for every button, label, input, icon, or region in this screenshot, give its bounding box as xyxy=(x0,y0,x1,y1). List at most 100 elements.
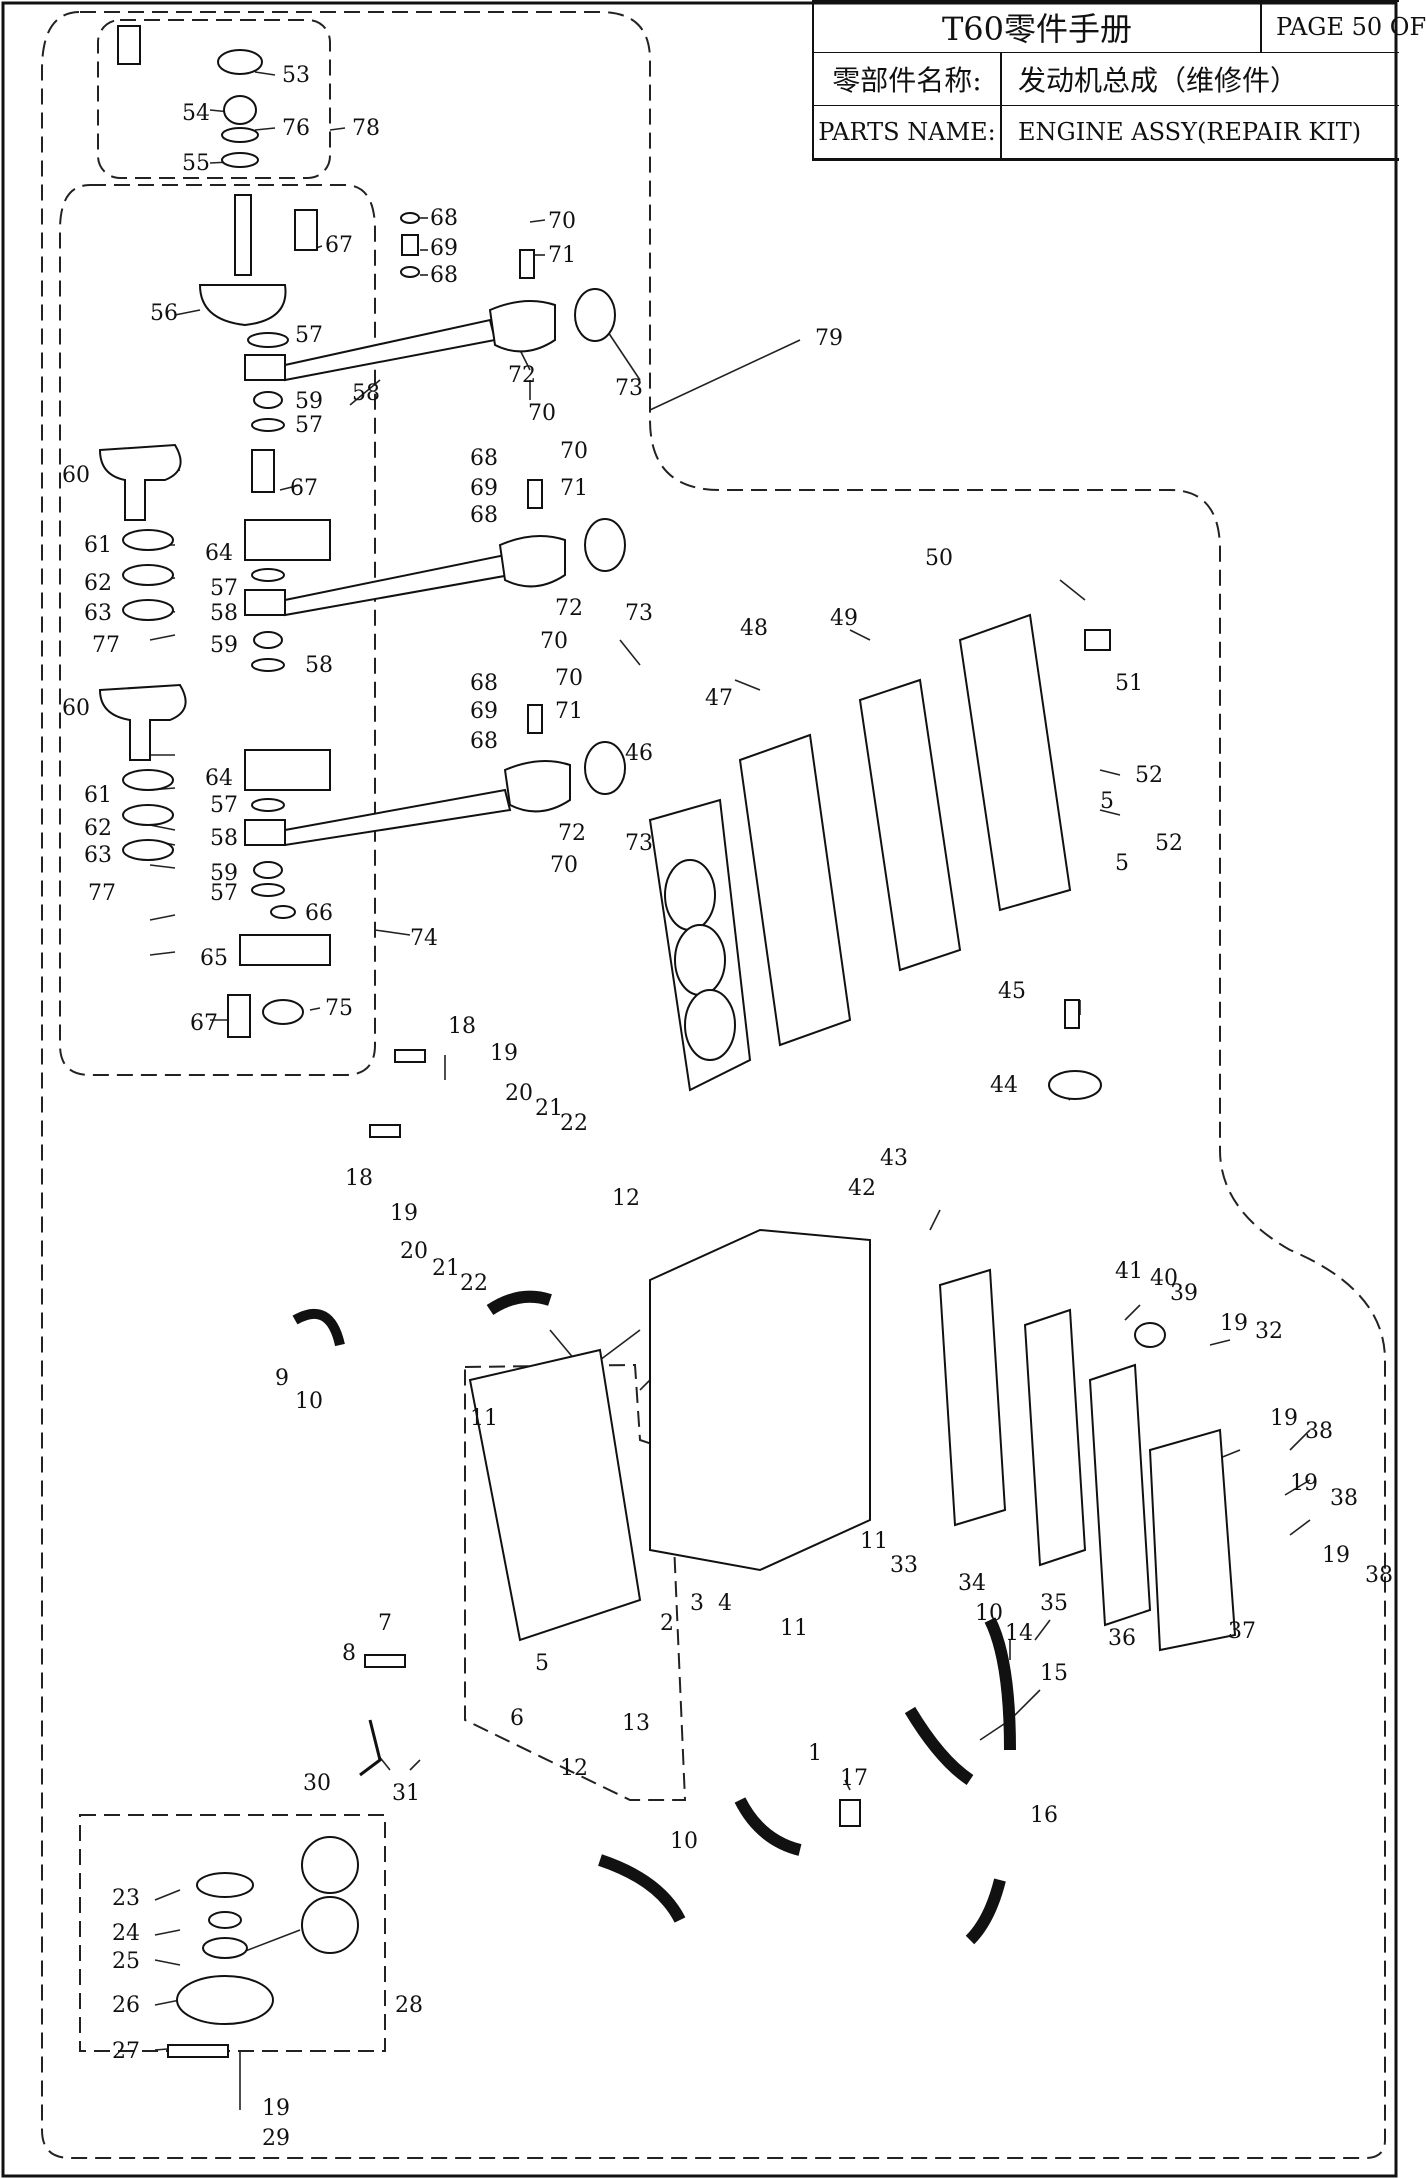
callout-70-b: 70 xyxy=(528,401,556,426)
callout-79: 79 xyxy=(815,326,843,351)
callout-10-b: 10 xyxy=(975,1601,1003,1626)
callout-42: 42 xyxy=(848,1176,876,1201)
part-47-cylinder xyxy=(738,733,852,1047)
callout-21-b: 21 xyxy=(432,1256,460,1281)
callout-26: 26 xyxy=(112,1993,140,2018)
part-75-seal xyxy=(262,999,304,1025)
part-63-bearing xyxy=(122,599,174,621)
part-58-rod-c xyxy=(284,788,512,847)
callout-19-c: 19 xyxy=(1220,1311,1248,1336)
callout-57-e: 57 xyxy=(210,881,238,906)
callout-38-b: 38 xyxy=(1330,1486,1358,1511)
name-label-en: PARTS NAME: xyxy=(818,118,996,146)
part-16-hose xyxy=(904,1706,974,1785)
part-62-clip-b xyxy=(122,804,174,826)
outline-74 xyxy=(59,184,376,1076)
callout-47: 47 xyxy=(705,686,733,711)
callout-67-b: 67 xyxy=(290,476,318,501)
callout-70: 70 xyxy=(548,209,576,234)
callout-71-c: 71 xyxy=(555,699,583,724)
callout-61-b: 61 xyxy=(84,783,112,808)
callout-5-a: 5 xyxy=(1100,789,1114,814)
callout-60: 60 xyxy=(62,463,90,488)
part-57-c xyxy=(251,568,285,582)
callout-48: 48 xyxy=(740,616,768,641)
part-58-rod-end xyxy=(244,354,286,381)
part-24-seal xyxy=(208,1911,242,1929)
callout-27: 27 xyxy=(112,2039,140,2064)
part-56-shaft xyxy=(234,194,252,276)
callout-19: 19 xyxy=(490,1041,518,1066)
callout-69-b: 69 xyxy=(470,476,498,501)
callout-59-c: 59 xyxy=(210,861,238,886)
callout-72-b: 72 xyxy=(555,596,583,621)
part-57-washer-b xyxy=(251,418,285,432)
callout-5-c: 5 xyxy=(535,1651,549,1676)
part-58-rod-b xyxy=(284,553,512,617)
callout-29: 29 xyxy=(262,2126,290,2151)
callout-5-b: 5 xyxy=(1115,851,1129,876)
callout-71: 71 xyxy=(548,243,576,268)
callout-10: 10 xyxy=(295,1389,323,1414)
callout-38-c: 38 xyxy=(1365,1563,1393,1588)
part-69-spring xyxy=(401,234,419,256)
callout-19-g: 19 xyxy=(262,2096,290,2121)
part-65-web xyxy=(239,934,331,966)
callout-43: 43 xyxy=(880,1146,908,1171)
part-23-seal xyxy=(196,1872,254,1898)
callout-57: 57 xyxy=(295,323,323,348)
callout-11: 11 xyxy=(470,1406,498,1431)
part-45-bolt xyxy=(1064,999,1080,1029)
part-64-web xyxy=(244,519,331,561)
callout-18: 18 xyxy=(448,1014,476,1039)
part-14-hose xyxy=(984,1617,1016,1751)
part-67-pin-c xyxy=(227,994,251,1038)
callout-15: 15 xyxy=(1040,1661,1068,1686)
callout-72: 72 xyxy=(508,363,536,388)
callout-73-b: 73 xyxy=(625,601,653,626)
callout-70-f: 70 xyxy=(550,853,578,878)
callout-32: 32 xyxy=(1255,1319,1283,1344)
callout-55: 55 xyxy=(182,151,210,176)
callout-1: 1 xyxy=(808,1741,822,1766)
callout-23: 23 xyxy=(112,1886,140,1911)
part-59-needle-b xyxy=(253,631,283,649)
part-8-bolt xyxy=(364,1654,406,1668)
bore-3 xyxy=(684,989,736,1061)
callout-71-b: 71 xyxy=(560,476,588,501)
part-17-clip xyxy=(839,1799,861,1827)
part-62-clip xyxy=(122,564,174,586)
callout-64-b: 64 xyxy=(205,766,233,791)
part-55-oring xyxy=(221,152,259,168)
callout-56: 56 xyxy=(150,301,178,326)
part-18-bolt-b xyxy=(369,1124,401,1138)
callout-31: 31 xyxy=(392,1781,420,1806)
callout-25: 25 xyxy=(112,1949,140,1974)
callout-45: 45 xyxy=(998,979,1026,1004)
part-39-cap xyxy=(1134,1322,1166,1348)
part-27-plate xyxy=(167,2044,229,2058)
callout-50: 50 xyxy=(925,546,953,571)
callout-2: 2 xyxy=(660,1611,674,1636)
callout-51: 51 xyxy=(1115,671,1143,696)
callout-70-c: 70 xyxy=(560,439,588,464)
callout-69-c: 69 xyxy=(470,699,498,724)
part-30-bracket xyxy=(359,1719,382,1777)
callout-57-c: 57 xyxy=(210,576,238,601)
callout-22: 22 xyxy=(560,1111,588,1136)
callout-54: 54 xyxy=(182,101,210,126)
outline-78 xyxy=(97,19,331,179)
callout-33: 33 xyxy=(890,1553,918,1578)
part-61-bearing-b xyxy=(122,769,174,791)
name-value-cn: 发动机总成（维修件） xyxy=(1018,64,1299,97)
detail-circle-a xyxy=(301,1836,359,1894)
callout-73: 73 xyxy=(615,376,643,401)
callout-63-b: 63 xyxy=(84,843,112,868)
callout-77: 77 xyxy=(92,633,120,658)
part-68-washer-b xyxy=(400,266,420,278)
callout-53: 53 xyxy=(282,63,310,88)
callout-68-b: 68 xyxy=(430,263,458,288)
callout-68-c: 68 xyxy=(470,446,498,471)
